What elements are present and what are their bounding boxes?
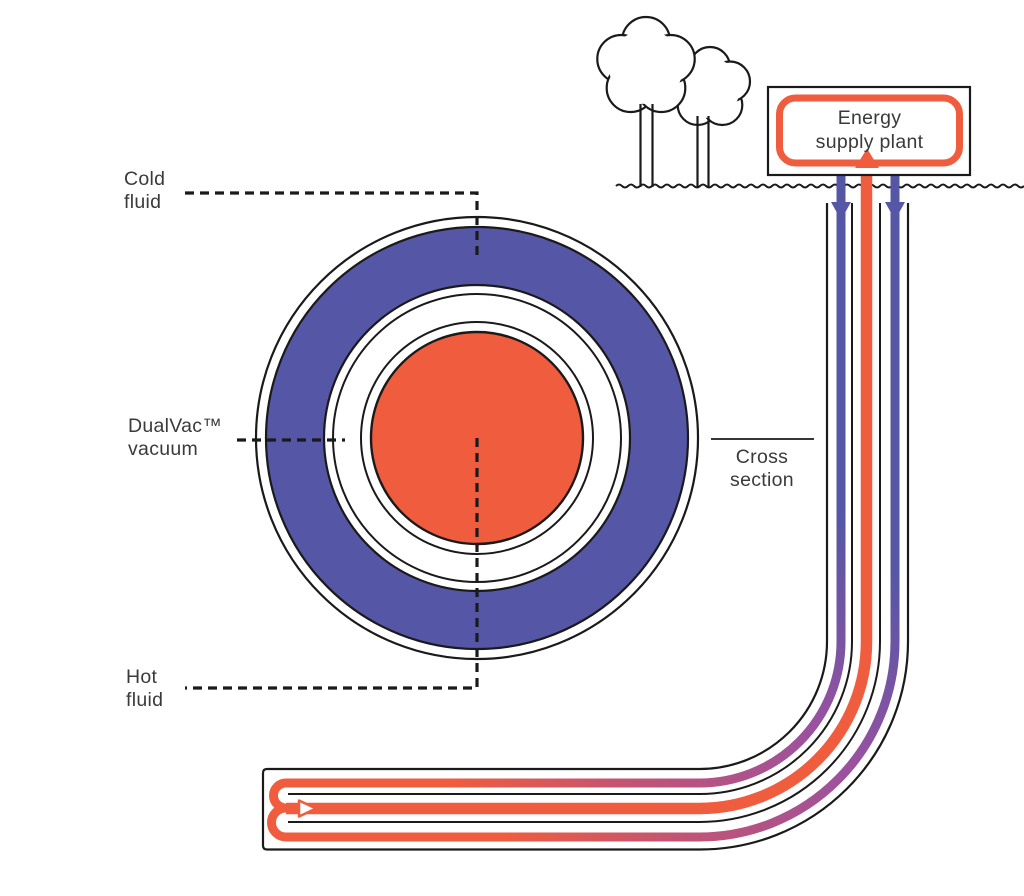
cold-fluid-down-arrow-right (885, 202, 905, 220)
hot-fluid-up-arrow (855, 148, 879, 168)
borehole-casing (261, 203, 910, 851)
energy-plant-label-line2: supply plant (815, 131, 924, 153)
cold-fluid-label: Cold fluid (124, 168, 165, 214)
inner-pipe-wall-right (288, 203, 881, 823)
cold-fluid-label-line1: Cold (124, 168, 166, 190)
cross-section-label-line1: Cross (735, 446, 789, 468)
tree-icon-left (596, 15, 696, 114)
dualvac-label-line1: DualVac™ (128, 415, 223, 437)
cold-fluid-line-left (269, 164, 846, 813)
ground-line (615, 183, 1024, 189)
energy-plant-label-line1: Energy (837, 107, 902, 129)
dualvac-label-line2: vacuum (128, 438, 199, 460)
energy-supply-plant-label: Energy supply plant (779, 106, 960, 154)
tree-icon-right (668, 45, 752, 127)
cross-section-label: Cross section (702, 446, 822, 492)
pointer-lines (185, 191, 479, 690)
cold-fluid-pointer (185, 191, 479, 258)
cold-fluid-label-line2: fluid (124, 191, 162, 213)
cold-fluid-line-right (267, 164, 900, 842)
flow-direction-arrow (297, 799, 318, 818)
cross-section-label-line2: section (730, 469, 794, 491)
hot-fluid-label-line1: Hot (126, 666, 158, 688)
hot-fluid-pointer (185, 438, 479, 690)
hot-fluid-label-line2: fluid (126, 689, 164, 711)
tree-trunks (639, 104, 710, 187)
hot-fluid-line (286, 160, 873, 815)
dualvac-vacuum-label: DualVac™ vacuum (128, 415, 222, 461)
hot-fluid-label: Hot fluid (126, 666, 163, 712)
cold-fluid-down-arrow-left (831, 202, 851, 220)
inner-pipe-wall-left (288, 203, 853, 795)
